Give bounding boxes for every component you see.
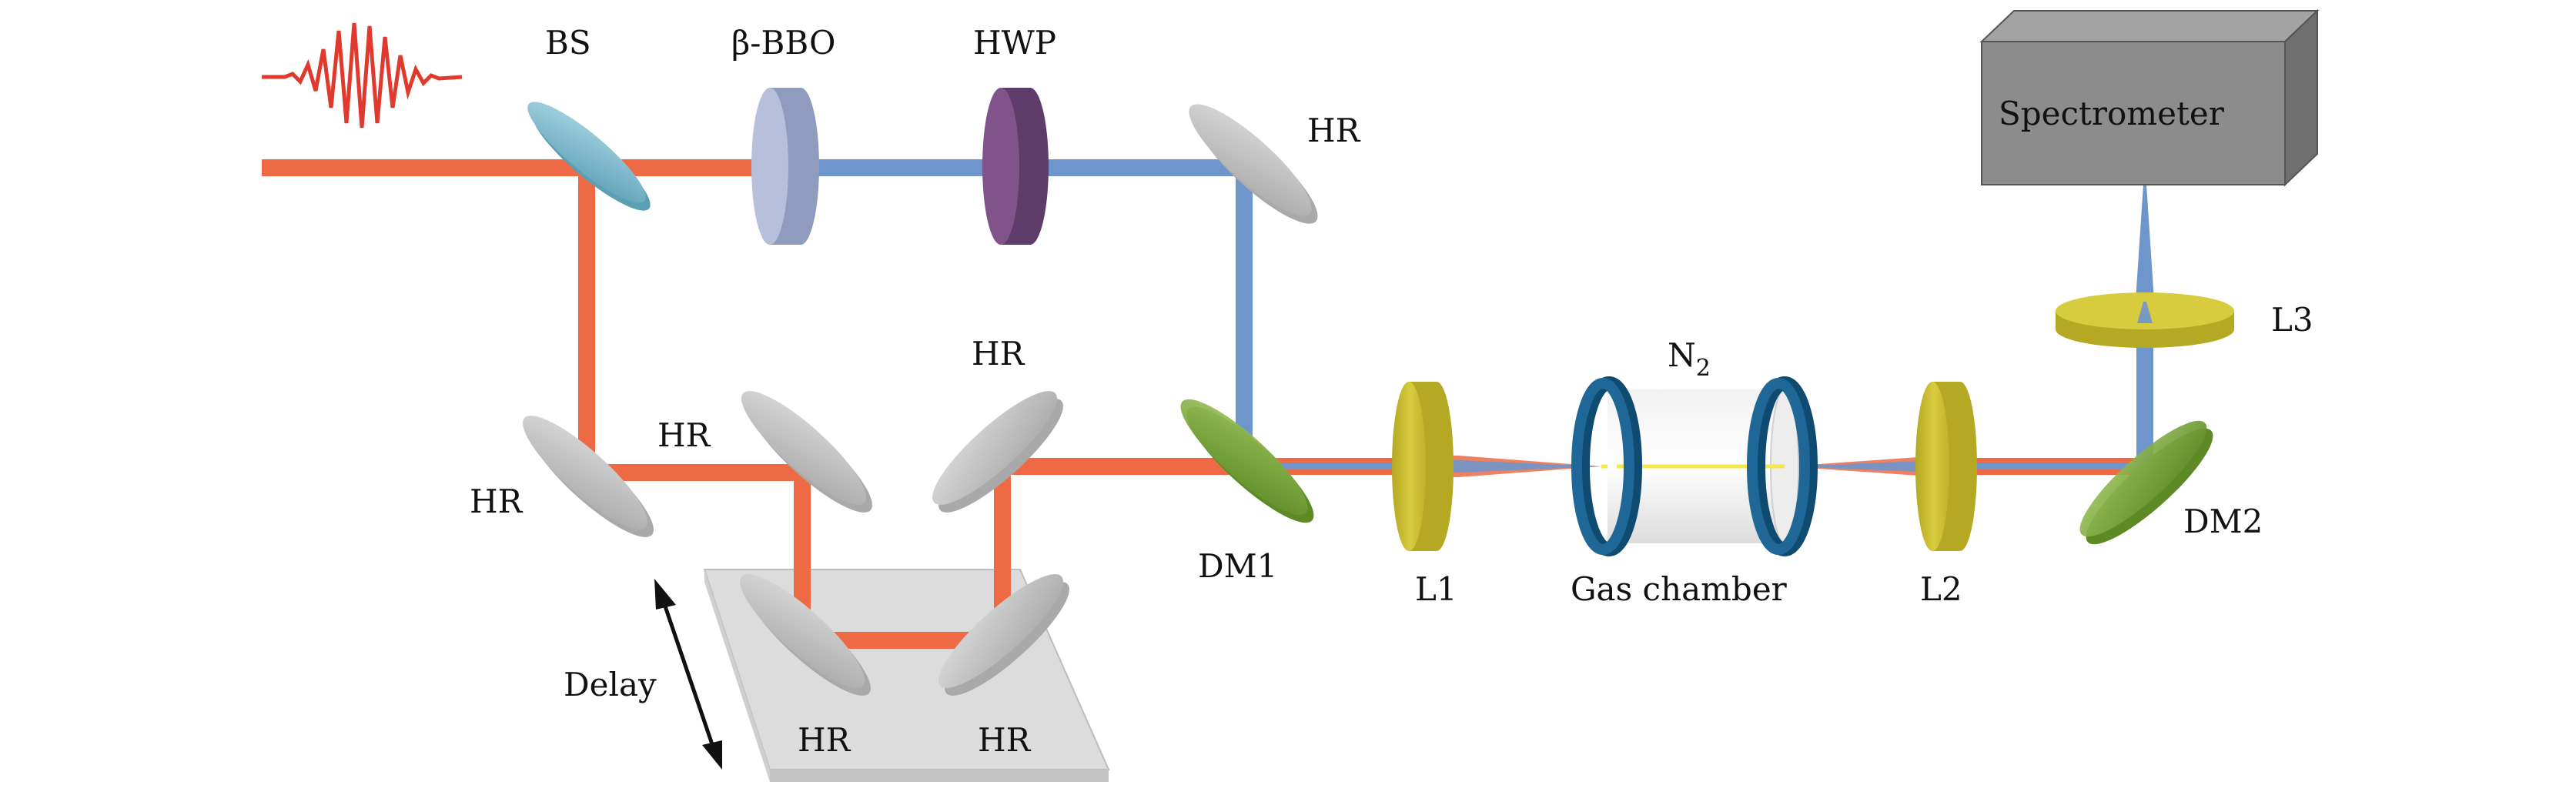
label-n2-base: N [1668, 336, 1696, 374]
beam-splitter [527, 102, 651, 211]
label-bbo: β-BBO [731, 24, 835, 62]
half-wave-plate [982, 88, 1049, 245]
label-gas-chamber: Gas chamber [1571, 570, 1788, 608]
hr-mirror-middle-right [932, 391, 1063, 513]
dichroic-mirror-dm2 [2079, 420, 2213, 545]
lens-l1 [1392, 382, 1454, 551]
label-hr-stage-right: HR [978, 721, 1032, 759]
gas-chamber [1571, 376, 1818, 556]
lens-l2 [1915, 382, 1977, 551]
label-hwp: HWP [973, 24, 1056, 62]
hr-mirror-stage-left [740, 574, 871, 696]
bbo-crystal [751, 88, 819, 245]
hr-mirror-stage-right [938, 574, 1069, 696]
hr-mirror-top-right [1189, 104, 1318, 224]
label-dm1: DM1 [1198, 547, 1277, 585]
label-hr-lower-left: HR [470, 483, 524, 520]
chamber-window-right [1747, 376, 1818, 556]
hr-mirror-middle-left [741, 391, 872, 513]
laser-pulse-icon [262, 22, 463, 129]
label-hr-stage-left: HR [798, 721, 851, 759]
dichroic-mirror-dm1 [1180, 399, 1314, 523]
label-delay: Delay [564, 666, 657, 703]
label-n2-subscript: 2 [1696, 355, 1711, 382]
label-l1: L1 [1415, 570, 1457, 608]
label-hr-middle-left: HR [657, 416, 711, 454]
spectrometer-box [1979, 8, 2320, 187]
label-n2: N2 [1668, 336, 1711, 382]
chamber-window-left [1571, 376, 1642, 556]
label-bs: BS [545, 24, 591, 62]
label-l2: L2 [1920, 570, 1962, 608]
label-hr-middle-right: HR [972, 335, 1025, 372]
label-dm2: DM2 [2183, 503, 2263, 540]
label-l3: L3 [2271, 301, 2313, 339]
delay-arrow [654, 579, 722, 770]
label-hr-top-right: HR [1307, 112, 1361, 149]
focused-beam-to-spectrometer [2134, 185, 2156, 323]
hr-mirror-lower-left [523, 416, 654, 537]
lens-l3 [2056, 292, 2234, 348]
label-spectrometer: Spectrometer [1999, 95, 2225, 132]
